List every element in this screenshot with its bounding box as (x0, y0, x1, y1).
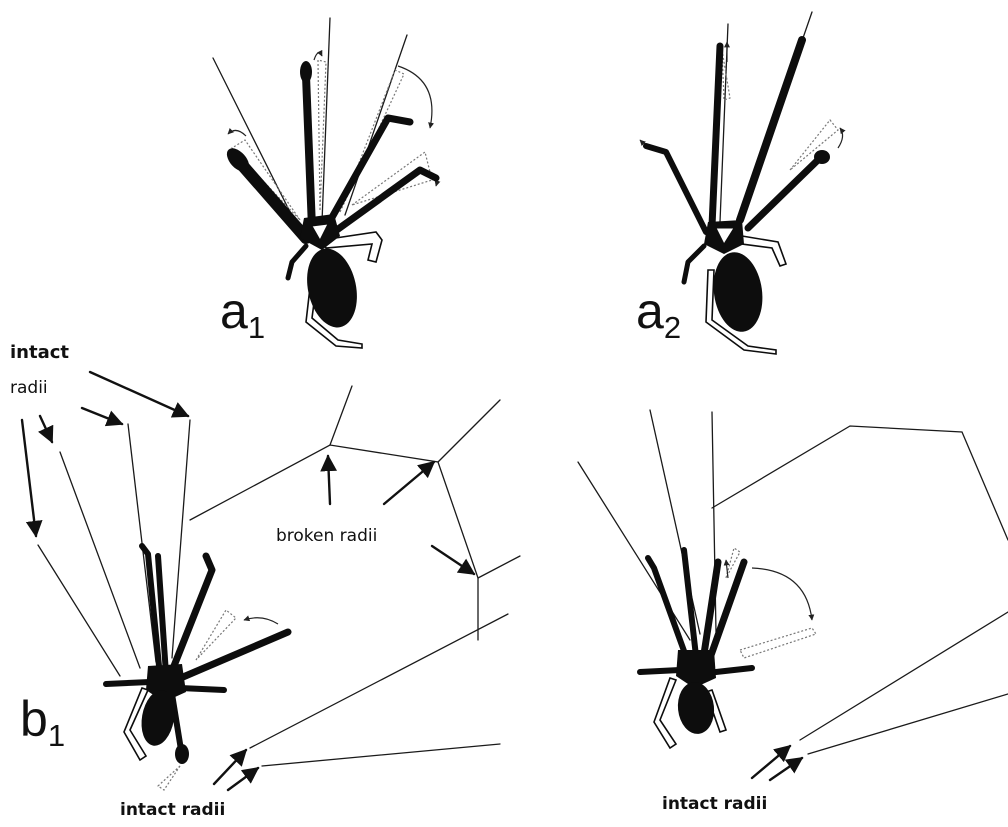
panel-subscript: 1 (48, 718, 65, 753)
panel-label-a2: a2 (636, 282, 681, 346)
b2-callout-arrows (752, 746, 802, 780)
panel-label-b1: b1 (20, 690, 65, 754)
intact-radii-bottom-left-label: intact radii (120, 800, 225, 820)
intact-radii-top-label-line2: radii (10, 378, 48, 398)
broken-radii-label: broken radii (276, 526, 377, 546)
b1-web-threads (38, 386, 520, 766)
intact-radii-top-label-line1: intact (10, 342, 69, 363)
panel-b2-drawing (578, 410, 1008, 780)
a2-motion-arrows (640, 42, 843, 150)
intact-radii-bottom-right-label: intact radii (662, 794, 767, 814)
b1-motion-arrows (244, 618, 278, 624)
panel-label-a1: a1 (220, 282, 265, 346)
b1-spider (106, 546, 288, 764)
panel-b1-drawing (22, 372, 520, 790)
panel-letter: a (636, 283, 664, 339)
b2-web-threads (578, 410, 1008, 754)
panel-subscript: 2 (664, 310, 681, 345)
b1-callout-arrows (22, 372, 474, 790)
b2-spider (640, 550, 752, 748)
panel-letter: a (220, 283, 248, 339)
panel-subscript: 1 (248, 310, 265, 345)
panel-letter: b (20, 691, 48, 747)
